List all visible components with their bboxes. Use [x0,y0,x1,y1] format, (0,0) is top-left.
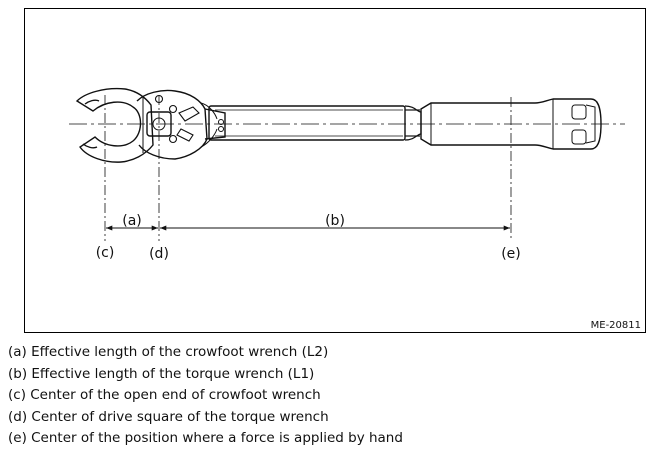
wrench-neck [204,108,226,140]
legend-item-d: (d) Center of drive square of the torque… [8,408,329,425]
legend-item-c: (c) Center of the open end of crowfoot w… [8,387,321,404]
legend-list: (a) Effective length of the crowfoot wre… [8,342,648,450]
marker-b-label: (b) [325,213,345,229]
wrench-shaft [208,105,422,141]
legend-item-a: (a) Effective length of the crowfoot wre… [8,344,329,360]
legend-item-e: (e) Center of the position where a force… [8,430,403,447]
diagram-frame: (a) (b) (c) (d) (e) ME-20811 [24,8,646,333]
marker-e-label: (e) [501,246,521,262]
marker-a-label: (a) [122,213,142,229]
wrench-handle [420,98,602,150]
legend-item-b: (b) Effective length of the torque wrenc… [8,365,315,382]
figure-code: ME-20811 [591,320,641,331]
crowfoot-wrench [75,87,154,163]
marker-d-label: (d) [149,246,169,262]
marker-c-label: (c) [96,245,115,261]
wrench-diagram: (a) (b) (c) (d) (e) ME-20811 [69,87,641,331]
